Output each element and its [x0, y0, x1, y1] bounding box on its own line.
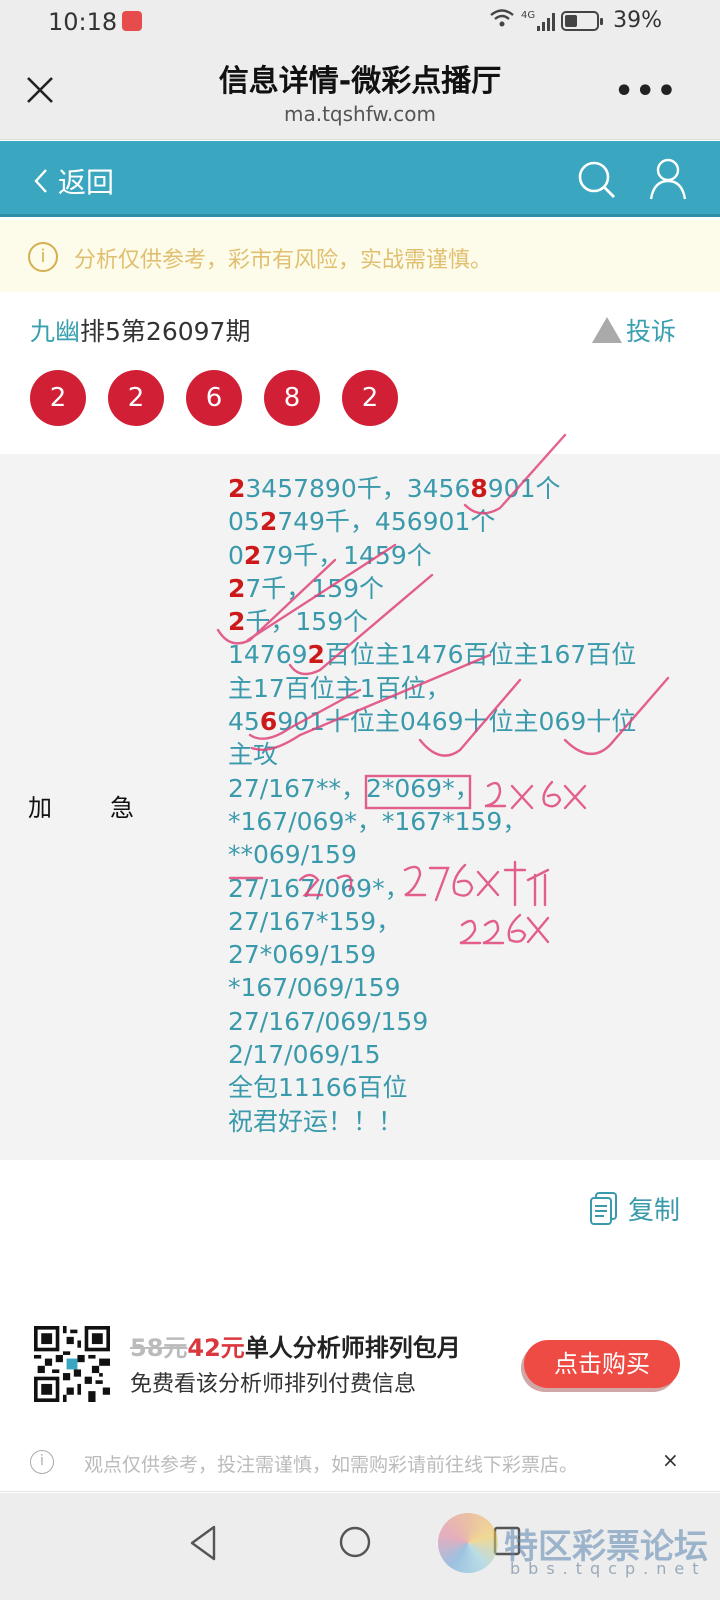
- back-label: 返回: [58, 166, 115, 199]
- content-line: **069/159: [228, 840, 357, 870]
- result-ball: 2: [30, 370, 86, 426]
- promo-subtitle: 免费看该分析师排列付费信息: [130, 1372, 417, 1397]
- disclaimer-bar: i 观点仅供参考，投注需谨慎，如需购彩请前往线下彩票店。 ×: [0, 1430, 720, 1492]
- status-time: 10:18: [48, 8, 118, 36]
- forum-watermark: 特区彩票论坛: [438, 1513, 708, 1573]
- subscription-promo: 58元42元单人分析师排列包月 免费看该分析师排列付费信息 点击购买: [0, 1300, 720, 1430]
- network-type: 4G: [520, 10, 536, 21]
- nav-home-icon[interactable]: [338, 1525, 372, 1559]
- site-nav-bar: 返回: [0, 141, 720, 217]
- content-line: 27/167/069/159: [228, 1006, 429, 1036]
- back-button[interactable]: 返回: [32, 161, 114, 201]
- status-bar: 10:18 4G 39%: [0, 0, 720, 44]
- content-line: 0279千，1459个: [228, 540, 432, 570]
- info-icon: i: [28, 242, 58, 272]
- content-line: 27*069/159: [228, 940, 377, 970]
- report-label: 投诉: [625, 317, 676, 346]
- battery-percent: 39%: [613, 8, 662, 33]
- notice-text: 分析仅供参考，彩市有风险，实战需谨慎。: [74, 248, 493, 273]
- copy-row: 复制: [0, 1160, 720, 1300]
- content-line: 2/17/069/15: [228, 1040, 381, 1070]
- browser-title-bar: 信息详情-微彩点播厅 ma.tqshfw.com •••: [0, 44, 720, 140]
- buy-button[interactable]: 点击购买: [524, 1340, 680, 1388]
- signal-icon: [537, 11, 556, 31]
- copy-button[interactable]: 复制: [588, 1190, 680, 1227]
- post-header: 九幽排5第26097期 投诉 2 2 6 8 2: [0, 292, 720, 452]
- watermark-url: bbs.tqcp.net: [510, 1559, 707, 1578]
- qr-code-icon: [34, 1326, 110, 1402]
- content-line: 052749千，456901个: [228, 507, 496, 537]
- report-button[interactable]: 投诉: [591, 312, 676, 348]
- content-line: 主17百位主1百位，: [228, 673, 451, 703]
- copy-label: 复制: [627, 1196, 680, 1226]
- promo-title: 58元42元单人分析师排列包月: [130, 1334, 461, 1362]
- new-price: 42元: [187, 1334, 245, 1362]
- post-content: 加 急 23457890千，34568901个 052749千，456901个 …: [0, 454, 720, 1160]
- copy-icon: [589, 1191, 617, 1225]
- search-icon[interactable]: [576, 159, 618, 201]
- content-line: 147692百位主1476百位主167百位: [228, 640, 637, 670]
- old-price: 58元: [130, 1334, 188, 1362]
- content-line: 祝君好运！！！: [228, 1106, 404, 1136]
- watermark-logo-icon: [438, 1513, 498, 1573]
- page-title: 信息详情-微彩点播厅: [218, 64, 502, 99]
- content-line: 27/167*159，: [228, 906, 402, 936]
- category-label: 加 急: [28, 794, 134, 822]
- disclaimer-text: 观点仅供参考，投注需谨慎，如需购彩请前往线下彩票店。: [84, 1454, 579, 1476]
- result-ball: 2: [108, 370, 164, 426]
- chevron-left-icon: [34, 169, 47, 193]
- status-right: 4G 39%: [489, 8, 662, 33]
- user-icon[interactable]: [648, 157, 688, 201]
- close-disclaimer-icon[interactable]: ×: [662, 1448, 679, 1472]
- nav-back-icon[interactable]: [188, 1523, 218, 1563]
- author-link[interactable]: 九幽: [30, 317, 81, 346]
- content-line: 23457890千，34568901个: [228, 474, 561, 503]
- content-line: 2千，159个: [228, 607, 369, 637]
- system-nav-bar: 特区彩票论坛 bbs.tqcp.net: [0, 1493, 720, 1600]
- battery-icon: [561, 10, 604, 31]
- content-line: *167/069/159: [228, 973, 401, 1003]
- more-icon[interactable]: •••: [614, 74, 678, 109]
- warning-icon: [591, 317, 622, 343]
- wifi-icon: [489, 8, 515, 33]
- page-url: ma.tqshfw.com: [283, 102, 436, 126]
- issue-title: 九幽排5第26097期: [30, 312, 250, 348]
- content-line: 27/167**，2*069*，: [228, 773, 480, 803]
- info-icon: i: [30, 1450, 54, 1474]
- prediction-lines: 23457890千，34568901个 052749千，456901个 0279…: [228, 472, 636, 1138]
- close-icon[interactable]: [24, 74, 56, 106]
- content-line: 27/167/069*，: [228, 873, 410, 903]
- result-ball: 8: [264, 370, 320, 426]
- content-line: 456901十位主0469十位主069十位: [228, 707, 637, 737]
- issue-number: 排5第26097期: [80, 317, 251, 346]
- app-notification-icon: [122, 11, 142, 31]
- result-ball: 6: [186, 370, 242, 426]
- risk-notice: i 分析仅供参考，彩市有风险，实战需谨慎。: [0, 220, 720, 292]
- content-line: 27千，159个: [228, 573, 385, 603]
- content-line: 全包11166百位: [228, 1073, 408, 1103]
- result-ball: 2: [342, 370, 398, 426]
- content-line: *167/069*，*167*159，: [228, 806, 528, 836]
- content-line: 主攻: [228, 740, 279, 770]
- draw-result-balls: 2 2 6 8 2: [30, 370, 398, 426]
